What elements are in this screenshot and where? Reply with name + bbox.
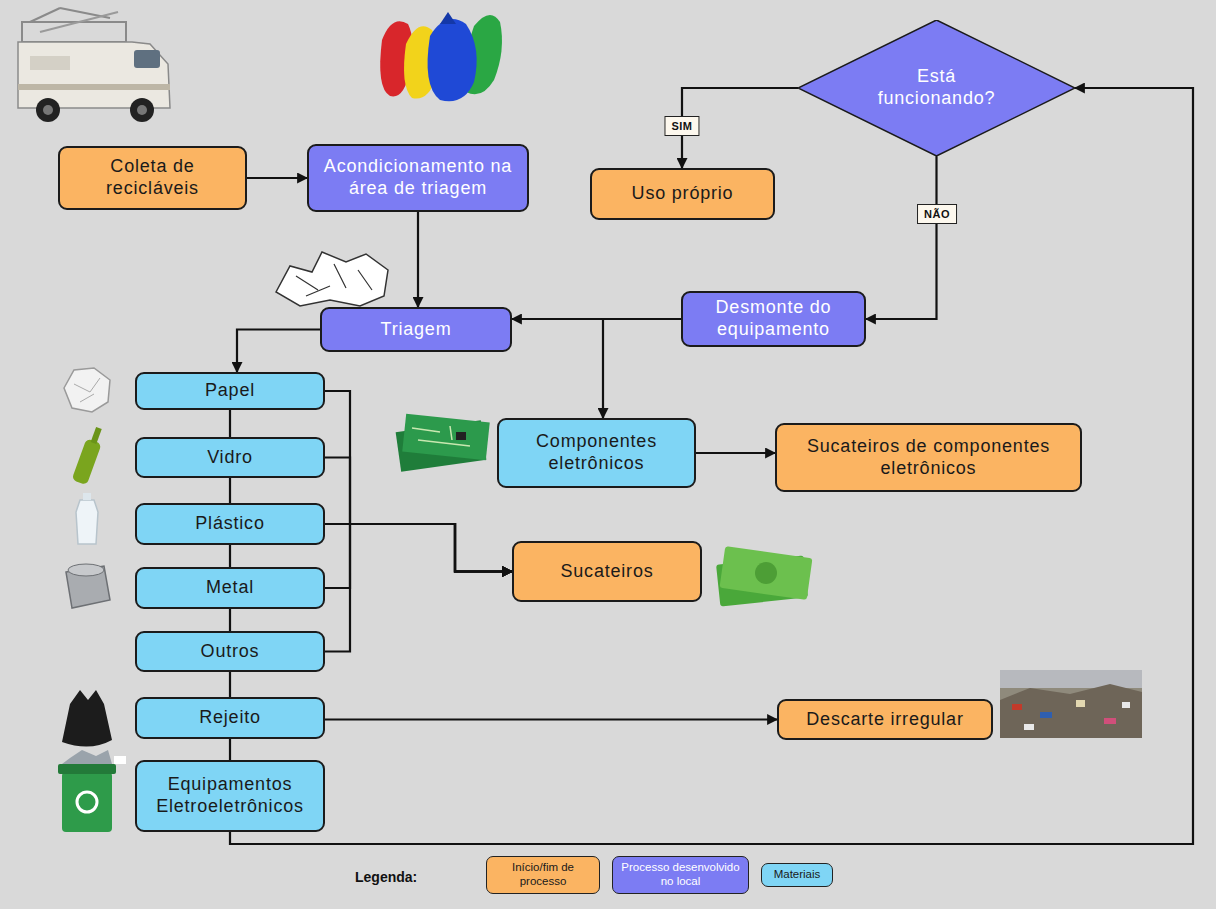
recycle-bin-icon [58, 750, 126, 832]
connector-arrow [325, 524, 512, 572]
node-text: Outros [201, 641, 260, 663]
node-text: Uso próprio [632, 183, 734, 205]
paper-icon [64, 368, 110, 412]
node-text: Coleta de recicláveis [68, 156, 237, 199]
node-text: Componentes eletrônicos [507, 431, 686, 474]
connector-arrow [230, 88, 1193, 844]
legend-swatch: Processo desenvolvido no local [612, 856, 749, 894]
legend: Início/fim de processo Processo desenvolv… [486, 856, 833, 894]
plastic-bottle-icon [76, 493, 98, 544]
node-text: Vidro [207, 447, 253, 469]
node-text: Acondicionamento na área de triagem [317, 156, 519, 199]
terminal-box: Sucateiros [512, 541, 702, 602]
material-box: Metal [135, 567, 325, 609]
connector-arrow [603, 319, 681, 418]
legend-swatch: Início/fim de processo [486, 856, 600, 894]
material-box: Rejeito [135, 697, 325, 739]
paper-pile-picture [276, 252, 388, 306]
material-box: Papel [135, 372, 325, 410]
node-text: Sucateiros [560, 561, 653, 583]
material-box: Outros [135, 631, 325, 672]
material-box: Equipamentos Eletroeletrônicos [135, 760, 325, 832]
connector-arrow [417, 212, 419, 307]
node-text: Desmonte do equipamento [691, 297, 856, 340]
connector-arrow [325, 524, 512, 588]
truck-picture [18, 8, 170, 122]
circuit-board-picture [396, 414, 490, 472]
connector-arrow [229, 410, 231, 437]
terminal-box: Coleta de recicláveis [58, 146, 247, 210]
decision-diamond: Está funcionando? [798, 20, 1075, 156]
process-box: Acondicionamento na área de triagem [307, 144, 529, 212]
terminal-box: Sucateiros de componentes eletrônicos [775, 423, 1082, 492]
node-text: Equipamentos Eletroeletrônicos [145, 774, 315, 817]
node-text: Plástico [195, 513, 264, 535]
node-text: Papel [205, 380, 255, 402]
node-text: Sucateiros de componentes eletrônicos [785, 436, 1072, 479]
legend-text: Processo desenvolvido no local [620, 861, 741, 889]
connector-arrow [229, 545, 231, 567]
landfill-picture [1000, 670, 1142, 738]
legend-text: Materiais [769, 868, 825, 882]
node-text: Está funcionando? [862, 66, 1012, 109]
edge-label: NÃO [917, 204, 957, 224]
process-box: Triagem [320, 307, 512, 352]
connector-arrow [325, 718, 777, 720]
material-box: Plástico [135, 503, 325, 545]
terminal-box: Descarte irregular [777, 699, 993, 740]
material-box: Vidro [135, 437, 325, 478]
garbage-bag-icon [62, 690, 112, 747]
connector-arrow [229, 609, 231, 631]
legend-heading: Legenda: [355, 869, 417, 885]
edge-label: SIM [664, 116, 699, 136]
node-text: Triagem [381, 319, 452, 341]
legend-text: Início/fim de processo [494, 861, 592, 889]
connector-arrow [237, 330, 320, 373]
connector-arrow [229, 672, 231, 697]
node-text: Rejeito [199, 707, 261, 729]
connector-arrow [866, 156, 937, 319]
terminal-box: Uso próprio [590, 168, 775, 220]
material-box: Componentes eletrônicos [497, 418, 696, 488]
node-text: Metal [206, 577, 254, 599]
can-icon [66, 564, 110, 608]
connector-arrow [229, 478, 231, 503]
bags-picture [380, 12, 502, 101]
node-text: Descarte irregular [806, 709, 963, 731]
connector-arrow [325, 458, 512, 572]
glass-bottle-icon [72, 425, 107, 485]
connector-arrow [696, 452, 775, 454]
connector-arrow [247, 177, 307, 179]
money-picture [716, 546, 812, 606]
legend-swatch: Materiais [761, 863, 833, 887]
connector-arrow [325, 391, 512, 572]
connector-arrow [325, 524, 512, 652]
process-box: Desmonte do equipamento [681, 291, 866, 347]
connector-arrow [229, 739, 231, 760]
